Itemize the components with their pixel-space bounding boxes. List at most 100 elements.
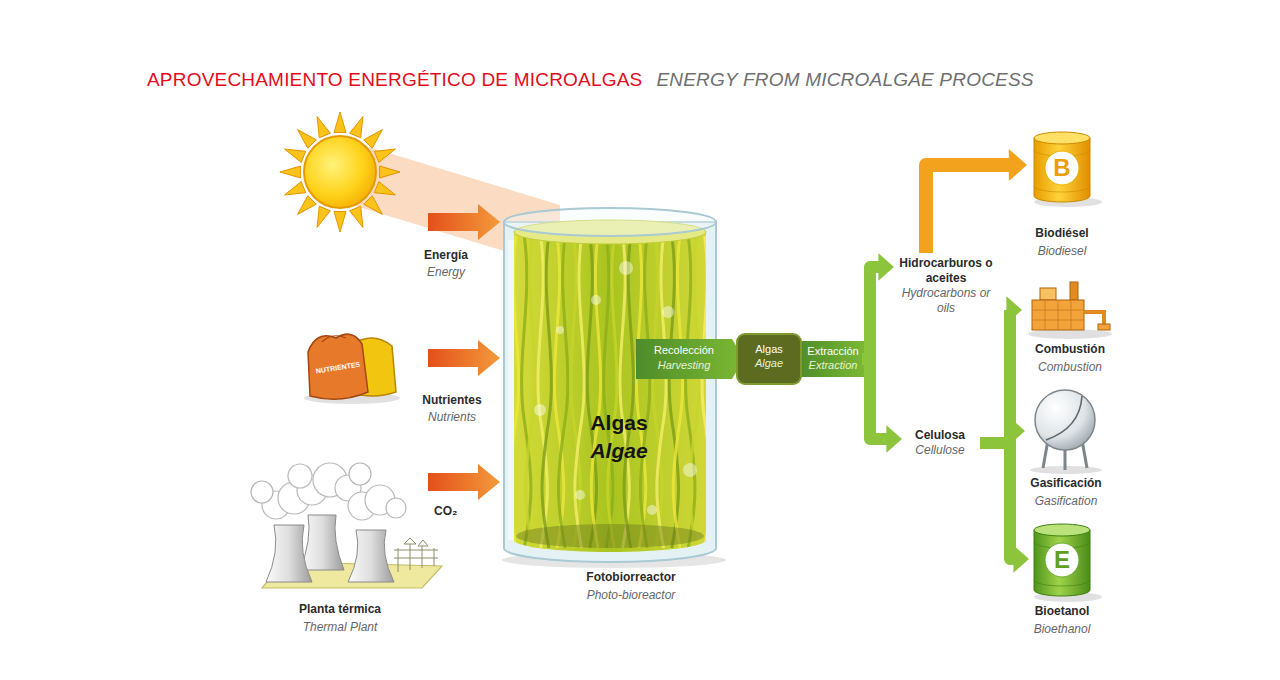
step-translation: Extraction <box>809 358 858 372</box>
node-subtext: Combustion <box>1010 360 1130 375</box>
bubbles <box>534 261 697 515</box>
connector-part <box>926 165 1010 253</box>
node-subtext: Fotobiorreactor <box>528 570 734 585</box>
barrel-top <box>1034 132 1090 144</box>
bag-tie <box>322 336 346 342</box>
sun-icon: EnergíaEnergy <box>275 120 425 235</box>
node-subtext: Biodiésel <box>1002 226 1122 241</box>
algae-strand <box>542 236 551 548</box>
node-text: Hidrocarburos o aceites <box>896 256 996 286</box>
connector-part <box>1013 545 1029 573</box>
smoke <box>251 463 406 520</box>
sun-ray <box>317 206 330 227</box>
connector-part <box>980 310 1010 443</box>
node-subtext: Photo-bioreactor <box>528 588 734 603</box>
combustion-icon: CombustiónCombustion <box>1025 280 1115 340</box>
cellulose-node: CelulosaCellulose <box>904 428 976 458</box>
connector <box>428 464 500 500</box>
algae-strands <box>509 236 711 548</box>
node-subtext: Thermal Plant <box>250 620 430 635</box>
electric-yard <box>394 538 438 572</box>
node-text: Combustión <box>1010 342 1130 357</box>
sun-ray <box>350 206 363 227</box>
node-subtext: Gasification <box>1006 494 1126 509</box>
nutrients-icon: NUTRIENTESNutrientesNutrients <box>300 325 425 410</box>
node-subtext: Energy <box>413 265 479 280</box>
connector-part <box>980 443 1015 559</box>
node-text: Celulosa <box>904 428 976 443</box>
sun-ray <box>350 117 363 138</box>
sun-ray <box>364 130 383 149</box>
sun-ray <box>380 166 400 178</box>
connector-part <box>1009 149 1027 181</box>
node-text: NUTRIENTES <box>310 359 367 377</box>
algae-strand <box>702 236 711 548</box>
node-text: B <box>1030 154 1094 182</box>
algae-strand <box>690 236 699 548</box>
sun-ray <box>374 182 395 195</box>
connector-part <box>428 204 500 240</box>
glass-vessel <box>504 222 716 562</box>
node-text: Algas <box>516 410 722 436</box>
sun-ray <box>298 130 317 149</box>
title: APROVECHAMIENTO ENERGÉTICO DE MICROALGAS <box>147 69 642 91</box>
connector <box>798 253 894 377</box>
sun-ray <box>285 149 306 162</box>
algae-strand <box>526 236 535 548</box>
connector-part <box>878 253 894 281</box>
title-translation: ENERGY FROM MICROALGAE PROCESS <box>656 69 1033 91</box>
connector-part <box>428 464 500 500</box>
connector <box>980 296 1022 443</box>
connector-part <box>428 340 500 376</box>
node-subtext: Hydrocarbons or oils <box>896 286 996 316</box>
edge-label: Recolección <box>654 343 714 357</box>
connector-part <box>862 359 888 439</box>
connector <box>980 443 1029 573</box>
connector-part <box>886 425 902 453</box>
sun-ray <box>285 182 306 195</box>
barrel-top <box>1034 524 1090 536</box>
node-subtext: Bioethanol <box>1002 622 1122 637</box>
hydrocarbons-node: Hidrocarburos o aceitesHydrocarbons or o… <box>896 256 996 316</box>
connector <box>862 359 902 453</box>
boiler <box>1032 282 1110 330</box>
node-subtext: Nutrients <box>412 410 492 425</box>
node-subtext: Algae <box>516 438 722 464</box>
gasifier-sphere <box>1035 390 1095 450</box>
edge-label: CO₂ <box>434 504 457 519</box>
node-text: Planta térmica <box>250 602 430 617</box>
connector <box>926 149 1027 253</box>
algae-strand <box>558 236 567 548</box>
nutrient-bag <box>308 334 368 399</box>
algae-strand <box>591 236 600 548</box>
sun-ray <box>280 166 300 178</box>
glass-highlight <box>508 240 514 540</box>
algae-strand <box>608 236 617 548</box>
node-text: Gasificación <box>1006 476 1126 491</box>
node-text: Energía <box>413 248 479 263</box>
gasifier-pipe <box>1046 396 1082 440</box>
algae-box: AlgasAlgae <box>738 335 800 383</box>
node-subtext: Cellulose <box>904 443 976 458</box>
connector <box>428 204 500 240</box>
sun-ray <box>374 149 395 162</box>
sun <box>304 136 376 208</box>
node-subtext: Biodiesel <box>1002 244 1122 259</box>
thermal-plant-icon: Planta térmicaThermal Plant <box>250 450 425 598</box>
algae-strand <box>624 236 633 548</box>
photo-bioreactor: AlgasAlgaeFotobiorreactorPhoto-bioreacto… <box>508 214 714 560</box>
sun-rays <box>280 112 400 232</box>
step-translation: Harvesting <box>658 358 711 372</box>
node-subtext: Nutrientes <box>412 393 492 408</box>
gasification-icon: GasificaciónGasification <box>1028 390 1104 472</box>
edge-label: Extracción <box>807 344 858 358</box>
sun-ray <box>334 112 346 132</box>
connector-part <box>1006 296 1022 324</box>
sediment <box>516 524 704 548</box>
connector-part <box>798 341 866 377</box>
algae-strand <box>657 236 666 548</box>
algae-culture <box>514 232 706 552</box>
bioethanol-barrel: EBioetanolBioethanol <box>1032 520 1092 598</box>
node-text: Algas <box>738 342 800 356</box>
